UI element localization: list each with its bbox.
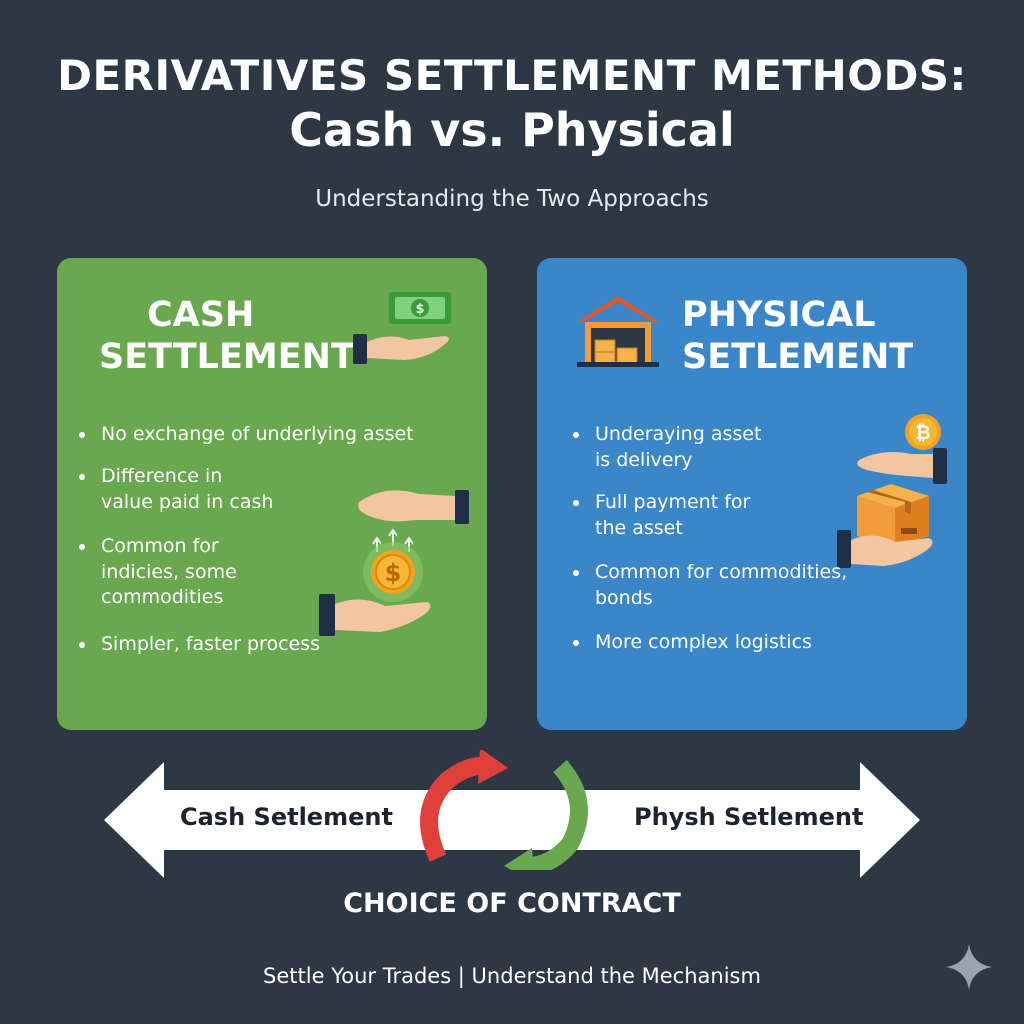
cycle-arrows-icon [420,750,588,870]
list-item: More complex logistics [571,630,861,656]
cash-panel-title: CASH SETTLEMENT [99,294,355,378]
physical-panel-title: PHYSICAL SETLEMENT [682,294,913,378]
list-item: Common for indicies, some commodities [77,534,297,611]
settlement-choice-arrow: Cash Setlement Physh Setlement [100,750,924,880]
footer-tagline: Settle Your Trades | Understand the Mech… [263,964,761,988]
hands-exchange-coin-icon: $ [319,490,469,636]
physical-settlement-panel: PHYSICAL SETLEMENT ₿ Underaying asset is… [537,258,967,730]
svg-text:$: $ [385,559,402,587]
list-item: Difference in value paid in cash [77,464,277,515]
title-line-2: Cash vs. Physical [289,103,735,158]
list-item: Common for commodities, bonds [571,560,861,611]
svg-text:₿: ₿ [915,422,930,444]
double-arrow-shape [104,762,920,878]
subtitle: Understanding the Two Approachs [315,186,709,212]
bitcoin-coin-icon: ₿ [905,414,941,450]
sparkle-icon [946,944,992,990]
warehouse-icon [577,296,659,367]
svg-text:$: $ [415,302,424,317]
physical-title-line-1: PHYSICAL [682,295,876,335]
list-item: Underaying asset is delivery [571,422,781,473]
hands-exchange-box-icon [837,448,947,568]
hand-with-banknote-icon: $ [353,292,451,364]
list-item: Simpler, faster process [77,632,337,658]
arrow-right-label: Physh Setlement [634,803,864,831]
arrow-left-label: Cash Setlement [180,803,393,831]
page-title: DERIVATIVES SETTLEMENT METHODS: Cash vs.… [0,51,1024,158]
list-item: No exchange of underlying asset [77,422,417,448]
cash-title-line-1: CASH [147,295,255,335]
physical-title-line-2: SETLEMENT [682,337,914,377]
cash-title-line-2: SETTLEMENT [99,337,355,377]
title-line-1: DERIVATIVES SETTLEMENT METHODS: [57,51,967,100]
choice-of-contract-label: CHOICE OF CONTRACT [343,888,681,919]
cash-settlement-panel: CASH SETTLEMENT $ $ No exchange of under… [57,258,487,730]
list-item: Full payment for the asset [571,490,771,541]
